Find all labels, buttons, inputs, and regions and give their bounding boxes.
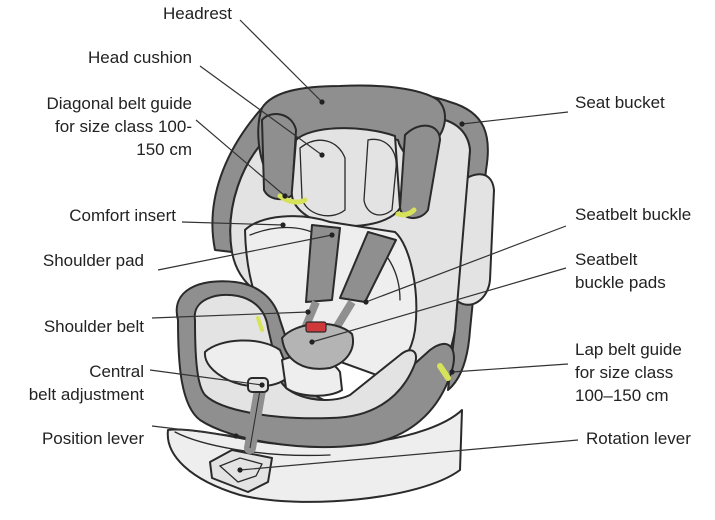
label-lap-guide-line3: 100–150 cm [575, 386, 669, 405]
label-lap-guide-line2: for size class [575, 363, 673, 382]
label-central-adj-line1: Central [89, 362, 144, 381]
label-seat-bucket: Seat bucket [575, 93, 665, 112]
harness-shape [244, 224, 397, 454]
labels-right: Seat bucket Seatbelt buckle Seatbelt buc… [575, 93, 691, 448]
label-buckle-pads-line1: Seatbelt [575, 250, 638, 269]
label-diagonal-guide-line3: 150 cm [136, 140, 192, 159]
label-central-adj-line2: belt adjustment [29, 385, 145, 404]
label-headrest: Headrest [163, 4, 232, 23]
labels-left: Headrest Head cushion Diagonal belt guid… [29, 4, 233, 448]
leader-lines [149, 19, 579, 473]
label-diagonal-guide-line1: Diagonal belt guide [46, 94, 192, 113]
label-shoulder-pad: Shoulder pad [43, 251, 144, 270]
label-diagonal-guide-line2: for size class 100- [55, 117, 192, 136]
label-position-lever: Position lever [42, 429, 144, 448]
label-rotation-lever: Rotation lever [586, 429, 691, 448]
label-head-cushion: Head cushion [88, 48, 192, 67]
label-seatbelt-buckle: Seatbelt buckle [575, 205, 691, 224]
label-lap-guide-line1: Lap belt guide [575, 340, 682, 359]
label-comfort-insert: Comfort insert [69, 206, 176, 225]
label-shoulder-belt: Shoulder belt [44, 317, 144, 336]
label-buckle-pads-line2: buckle pads [575, 273, 666, 292]
